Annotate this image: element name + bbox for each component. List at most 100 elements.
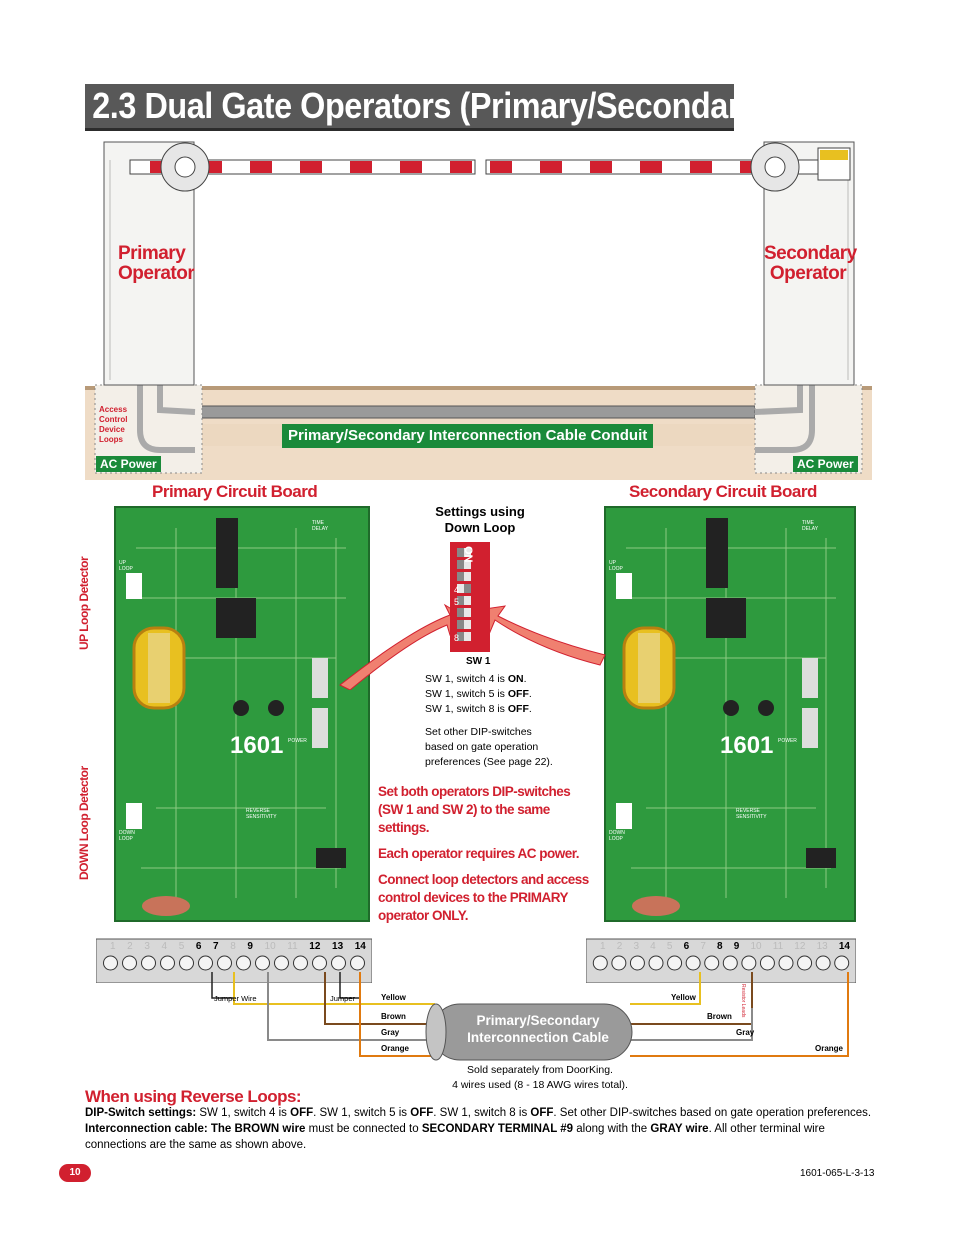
interconnection-cable-label: Interconnection cable: bbox=[85, 1123, 208, 1135]
primary-term-9: 9 bbox=[247, 941, 253, 952]
terminal-screw bbox=[759, 955, 775, 971]
dip-line2-val: OFF bbox=[507, 688, 529, 700]
loops-line: Access bbox=[99, 405, 128, 414]
jumper-wire-label: Jumper Wire bbox=[214, 994, 257, 1003]
primary-term-7: 7 bbox=[213, 941, 219, 952]
right-arrow bbox=[477, 605, 606, 666]
terminal-screw bbox=[648, 955, 664, 971]
wire-label-orange-right: Orange bbox=[815, 1044, 844, 1053]
loops-line: Loops bbox=[99, 435, 123, 444]
secondary-term-6: 6 bbox=[683, 941, 690, 952]
dip-line1-val: ON bbox=[507, 673, 524, 685]
primary-term-8: 8 bbox=[230, 941, 236, 952]
dip-sw8-num: 8 bbox=[454, 633, 460, 643]
primary-model: 1601 bbox=[230, 732, 284, 759]
terminal-screw bbox=[667, 955, 683, 971]
up-loop-detector-label: UP Loop Detector bbox=[77, 556, 91, 650]
dip-on-label: ON bbox=[462, 546, 474, 563]
primary-board-traces bbox=[126, 518, 346, 916]
cable-sold-line2: 4 wires used (8 - 18 AWG wires total). bbox=[452, 1079, 628, 1091]
dip-heading-line2: Down Loop bbox=[444, 520, 516, 535]
secondary-terminal-numbers: 1 2 3 4 5 6 7 8 9 10 11 12 13 14 bbox=[600, 941, 850, 952]
terminal-screw bbox=[255, 955, 270, 971]
terminal-screw bbox=[293, 955, 308, 971]
terminal-screw bbox=[217, 955, 232, 971]
primary-term-3: 3 bbox=[144, 941, 150, 952]
secondary-up-loop: UP LOOP bbox=[609, 560, 623, 572]
page-title: 2.3 Dual Gate Operators (Primary/Seconda… bbox=[92, 85, 768, 126]
wire-label-brown-right: Brown bbox=[707, 1012, 732, 1021]
terminal-screw bbox=[160, 955, 175, 971]
cable-label: Primary/Secondary Interconnection Cable bbox=[448, 1012, 628, 1046]
primary-label-line1: Primary bbox=[118, 243, 186, 264]
primary-down-loop: DOWN LOOP bbox=[119, 830, 135, 842]
cable-f: . All other terminal wire connections ar… bbox=[85, 1123, 825, 1151]
wire-label-gray-left: Gray bbox=[381, 1028, 400, 1037]
primary-term-5: 5 bbox=[178, 941, 185, 952]
loops-line: Device bbox=[99, 425, 125, 434]
terminal-screw bbox=[274, 955, 289, 971]
primary-time-delay: TIME DELAY bbox=[312, 520, 329, 532]
terminal-screw bbox=[331, 955, 346, 971]
secondary-term-7: 7 bbox=[700, 941, 706, 952]
terminal-screw bbox=[797, 955, 813, 971]
secondary-term-14: 14 bbox=[838, 941, 850, 952]
secondary-label-line1: Secondary bbox=[764, 243, 857, 264]
conduit-label: Primary/Secondary Interconnection Cable … bbox=[282, 424, 654, 448]
terminal-screw bbox=[236, 955, 251, 971]
note-primary-only: Connect loop detectors and access contro… bbox=[378, 872, 589, 923]
yellow-wire bbox=[233, 972, 435, 1005]
terminal-screw bbox=[122, 955, 137, 971]
secondary-term-8: 8 bbox=[717, 941, 723, 952]
secondary-term-11: 11 bbox=[772, 941, 784, 952]
cable-d: along with the bbox=[573, 1123, 651, 1135]
terminal-screw bbox=[685, 955, 701, 971]
terminal-screw bbox=[629, 955, 645, 971]
dip-sw4-num: 4 bbox=[454, 585, 460, 595]
dip-other-line2: based on gate operation bbox=[425, 741, 539, 753]
cable-c: SECONDARY TERMINAL #9 bbox=[421, 1123, 574, 1135]
ac-power-left: AC Power bbox=[96, 456, 161, 472]
conduit-pipe bbox=[194, 405, 756, 419]
primary-term-14: 14 bbox=[354, 941, 366, 952]
primary-term-6: 6 bbox=[195, 941, 202, 952]
terminal-screw bbox=[611, 955, 627, 971]
note-ac-power: Each operator requires AC power. bbox=[378, 846, 580, 861]
dip-c: . SW 1, switch 8 is bbox=[433, 1107, 531, 1119]
orange-wire bbox=[359, 972, 435, 1057]
gray-wire bbox=[267, 972, 435, 1041]
primary-term-13: 13 bbox=[332, 941, 344, 952]
secondary-reverse-sensitivity: REVERSE SENSITIVITY bbox=[736, 808, 767, 820]
dip-line3: SW 1, switch 8 is bbox=[425, 703, 508, 715]
secondary-down-loop: DOWN LOOP bbox=[609, 830, 625, 842]
wire-label-orange-left: Orange bbox=[381, 1044, 410, 1053]
cable-sold-line1: Sold separately from DoorKing. bbox=[467, 1064, 613, 1076]
wiring-diagram bbox=[211, 972, 849, 1061]
primary-term-4: 4 bbox=[161, 941, 168, 952]
terminal-screw bbox=[778, 955, 794, 971]
dip-d: . Set other DIP-switches based on gate o… bbox=[553, 1107, 872, 1119]
secondary-term-2: 2 bbox=[616, 941, 623, 952]
secondary-term-1: 1 bbox=[600, 941, 606, 952]
secondary-term-9: 9 bbox=[733, 941, 740, 952]
secondary-circuit-board: 1601 TIME DELAY POWER REVERSE SENSITIVIT… bbox=[604, 506, 856, 922]
dip-switch-label: SW 1 bbox=[466, 656, 491, 667]
secondary-label-line2: Operator bbox=[769, 263, 847, 284]
dip-other-line3: preferences (See page 22). bbox=[425, 756, 553, 768]
primary-board-title: Primary Circuit Board bbox=[152, 482, 318, 501]
primary-term-12: 12 bbox=[309, 941, 321, 952]
cable-b: must be connected to bbox=[305, 1123, 422, 1135]
dip-line2: SW 1, switch 5 is bbox=[425, 688, 508, 700]
page-number: 10 bbox=[59, 1164, 91, 1182]
dip-settings-label: DIP-Switch settings: bbox=[85, 1107, 197, 1119]
secondary-terminal-strip bbox=[586, 938, 856, 983]
dip-b-val: OFF bbox=[410, 1107, 434, 1119]
wire-label-yellow-right: Yellow bbox=[671, 993, 696, 1002]
terminal-screw bbox=[815, 955, 831, 971]
terminal-screw bbox=[350, 955, 365, 971]
terminal-screw bbox=[312, 955, 327, 971]
secondary-board-title: Secondary Circuit Board bbox=[629, 482, 817, 501]
terminal-screw bbox=[741, 955, 757, 971]
secondary-power: POWER bbox=[778, 738, 797, 744]
secondary-time-delay: TIME DELAY bbox=[802, 520, 819, 532]
